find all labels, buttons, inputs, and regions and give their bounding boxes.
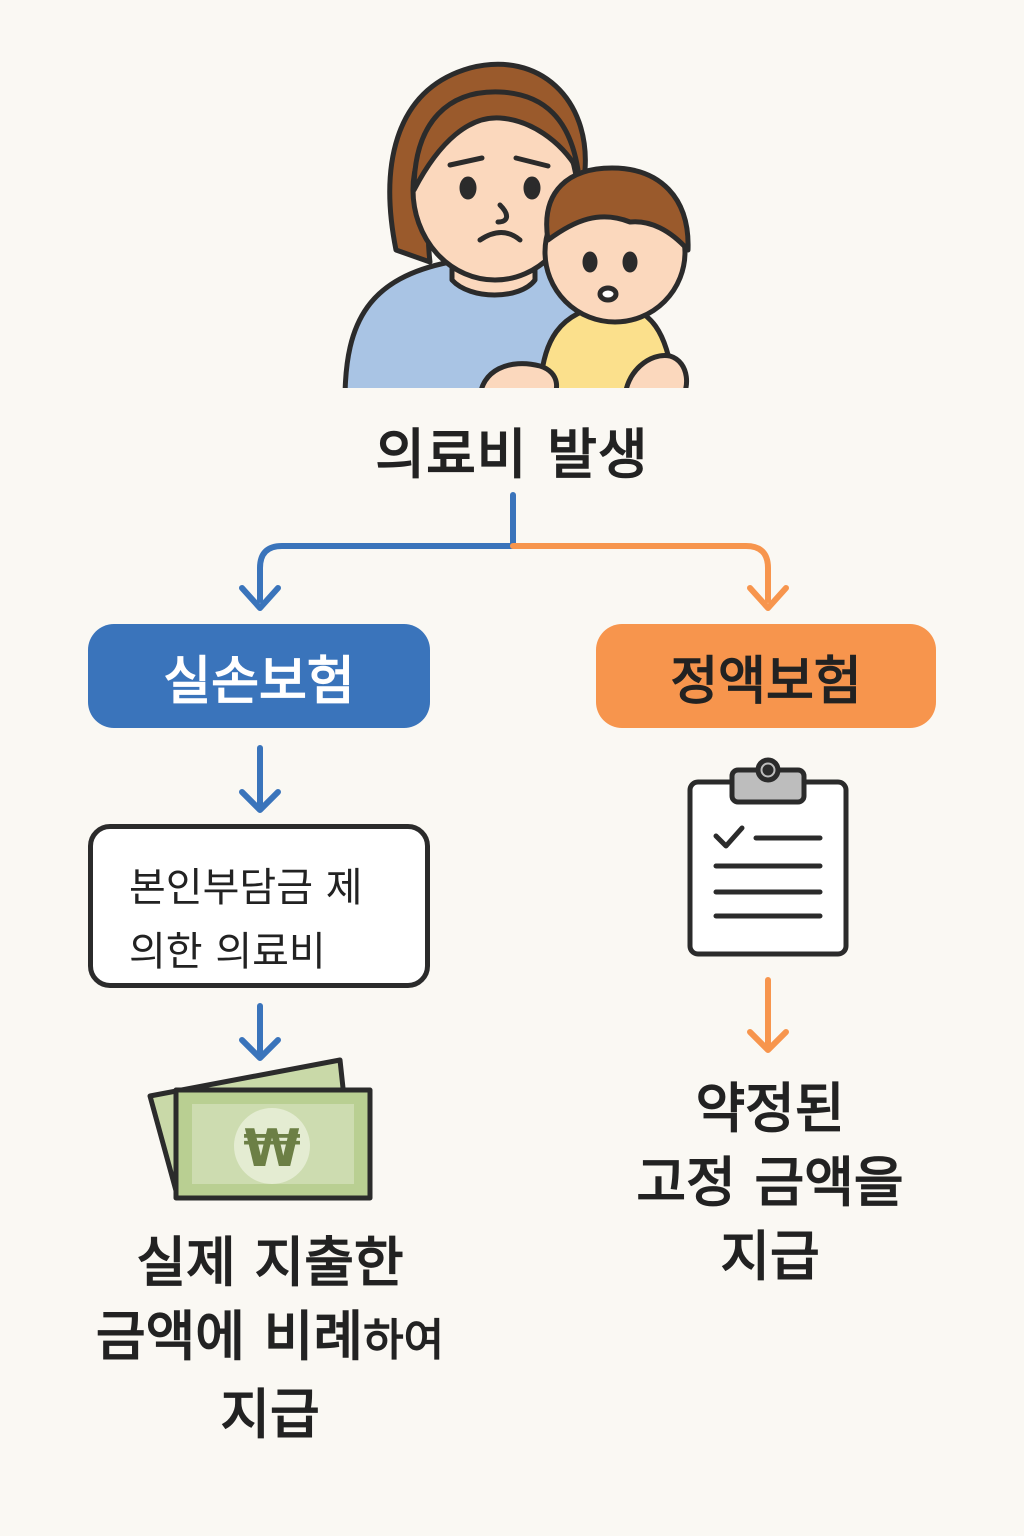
orange-arrow-down [750,980,786,1050]
won-symbol: ₩ [243,1119,300,1179]
fixed-payout-line-1: 약정된 [560,1072,980,1146]
indemnity-payout-line-3: 지급 [60,1378,480,1452]
indemnity-insurance-label: 실손보험 [88,624,430,728]
copay-line-2: 의한 의료비 [129,919,326,977]
indemnity-payout-text: 실제 지출한 금액에 비례하여 지급 [60,1226,480,1452]
fixed-payout-text: 약정된 고정 금액을 지급 [560,1072,980,1294]
indemnity-payout-line-1: 실제 지출한 [60,1226,480,1300]
indemnity-payout-line-2a: 금액에 비례 [96,1305,363,1368]
fixed-payout-line-2: 고정 금액을 [560,1146,980,1220]
blue-branch-arrow [242,495,513,608]
orange-branch-arrow [513,546,786,608]
fixed-payout-line-3: 지급 [560,1220,980,1294]
indemnity-payout-line-2: 금액에 비례하여 [60,1300,480,1378]
copay-description-box: 본인부담금 제 의한 의료비 [88,824,430,988]
blue-arrow-down-2 [242,1006,278,1058]
indemnity-payout-line-2b: 하여 [363,1315,444,1366]
copay-line-1: 본인부담금 제 [129,855,363,913]
fixed-benefit-insurance-label: 정액보험 [596,624,936,728]
blue-arrow-down-1 [242,748,278,810]
clipboard-checklist-icon [690,760,846,954]
